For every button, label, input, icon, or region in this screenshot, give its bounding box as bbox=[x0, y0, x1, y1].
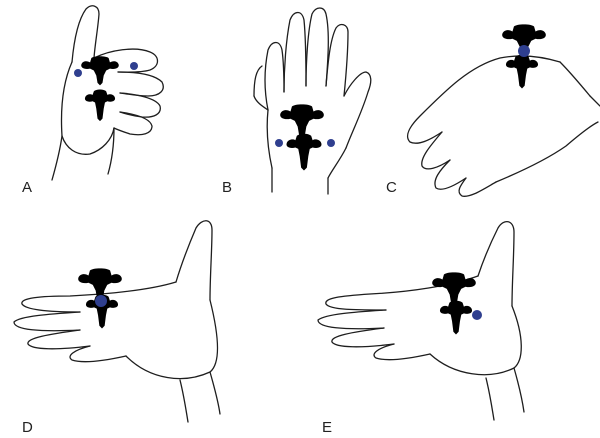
panel-b-marker-left bbox=[275, 139, 283, 147]
panel-a-hand bbox=[51, 5, 164, 181]
panel-c-drawing bbox=[406, 24, 600, 197]
panel-a-marker-left bbox=[74, 69, 82, 77]
panel-label-e: E bbox=[322, 419, 333, 436]
panel-e-drawing bbox=[317, 221, 525, 421]
panel-c-marker bbox=[518, 45, 530, 57]
panel-b-marker-right bbox=[327, 139, 335, 147]
panel-a-vertebrae bbox=[81, 56, 119, 122]
panel-e-hand bbox=[317, 221, 525, 421]
panel-e-marker bbox=[472, 310, 482, 320]
panel-e-vertebrae bbox=[432, 272, 476, 335]
panel-label-c: C bbox=[386, 179, 397, 196]
panel-d-marker bbox=[95, 295, 107, 307]
panel-a-marker-right bbox=[130, 62, 138, 70]
panel-b-vertebrae bbox=[280, 104, 324, 171]
panel-a-drawing bbox=[51, 5, 164, 181]
panel-label-a: A bbox=[22, 179, 33, 196]
panel-b-hand bbox=[253, 7, 372, 195]
panel-label-d: D bbox=[22, 419, 33, 436]
panel-d-hand bbox=[13, 220, 221, 423]
panel-c-hand bbox=[406, 55, 600, 197]
panel-d-drawing bbox=[13, 220, 221, 423]
panel-b-drawing bbox=[253, 7, 372, 195]
panel-label-b: B bbox=[222, 179, 233, 196]
